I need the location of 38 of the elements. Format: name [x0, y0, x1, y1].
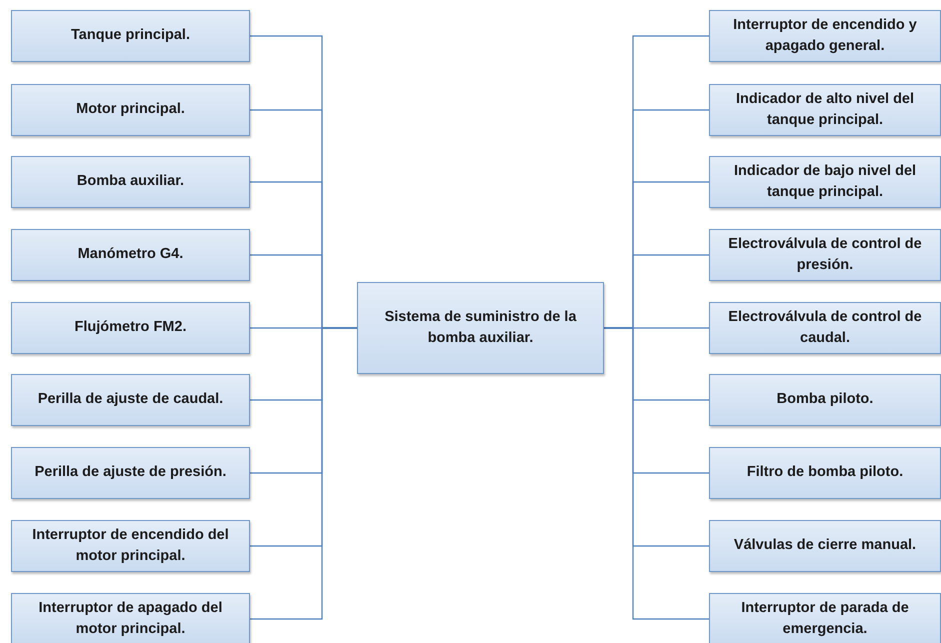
box-label: Perilla de ajuste de presión. [34, 463, 226, 482]
component-box [11, 520, 250, 572]
box-label: Flujómetro FM2. [74, 318, 186, 338]
box-label: Filtro de bomba piloto. [746, 463, 904, 482]
component-box [11, 447, 250, 499]
component-box [11, 84, 250, 136]
component-box [11, 302, 250, 354]
box-label: Bomba piloto. [776, 390, 874, 410]
box-label: Interruptor de encendido y apagado general. [732, 16, 918, 56]
box-label: Sistema de suministro de la bomba auxiliar. [384, 308, 578, 348]
box-label: Interruptor de apagado del motor principal. [38, 598, 224, 639]
component-box [11, 229, 250, 281]
box-label: Interruptor de encendido del motor principal. [31, 526, 230, 566]
component-box [709, 10, 941, 62]
box-label: Motor principal. [76, 100, 185, 120]
component-box [709, 156, 941, 208]
box-label: Válvulas de cierre manual. [734, 536, 916, 556]
box-label: Electroválvula de control de caudal. [727, 308, 923, 348]
component-box [709, 593, 941, 643]
component-box [11, 156, 250, 208]
central-box [357, 282, 604, 374]
component-box [709, 447, 941, 499]
component-box [709, 84, 941, 136]
component-box [709, 520, 941, 572]
box-label: Perilla de ajuste de caudal. [38, 390, 224, 410]
component-box [709, 374, 941, 426]
box-label: Indicador de bajo nivel del tanque principal. [732, 162, 918, 202]
component-box [709, 302, 941, 354]
component-box [11, 374, 250, 426]
box-label: Manómetro G4. [78, 245, 184, 264]
box-label: Electroválvula de control de presión. [727, 234, 923, 275]
box-label: Interruptor de parada de emergencia. [740, 598, 910, 639]
box-label: Indicador de alto nivel del tanque principal. [734, 90, 916, 130]
component-box [11, 10, 250, 62]
component-box [11, 593, 250, 643]
component-box [709, 229, 941, 281]
box-label: Bomba auxiliar. [76, 172, 184, 192]
box-label: Tanque principal. [71, 26, 190, 46]
